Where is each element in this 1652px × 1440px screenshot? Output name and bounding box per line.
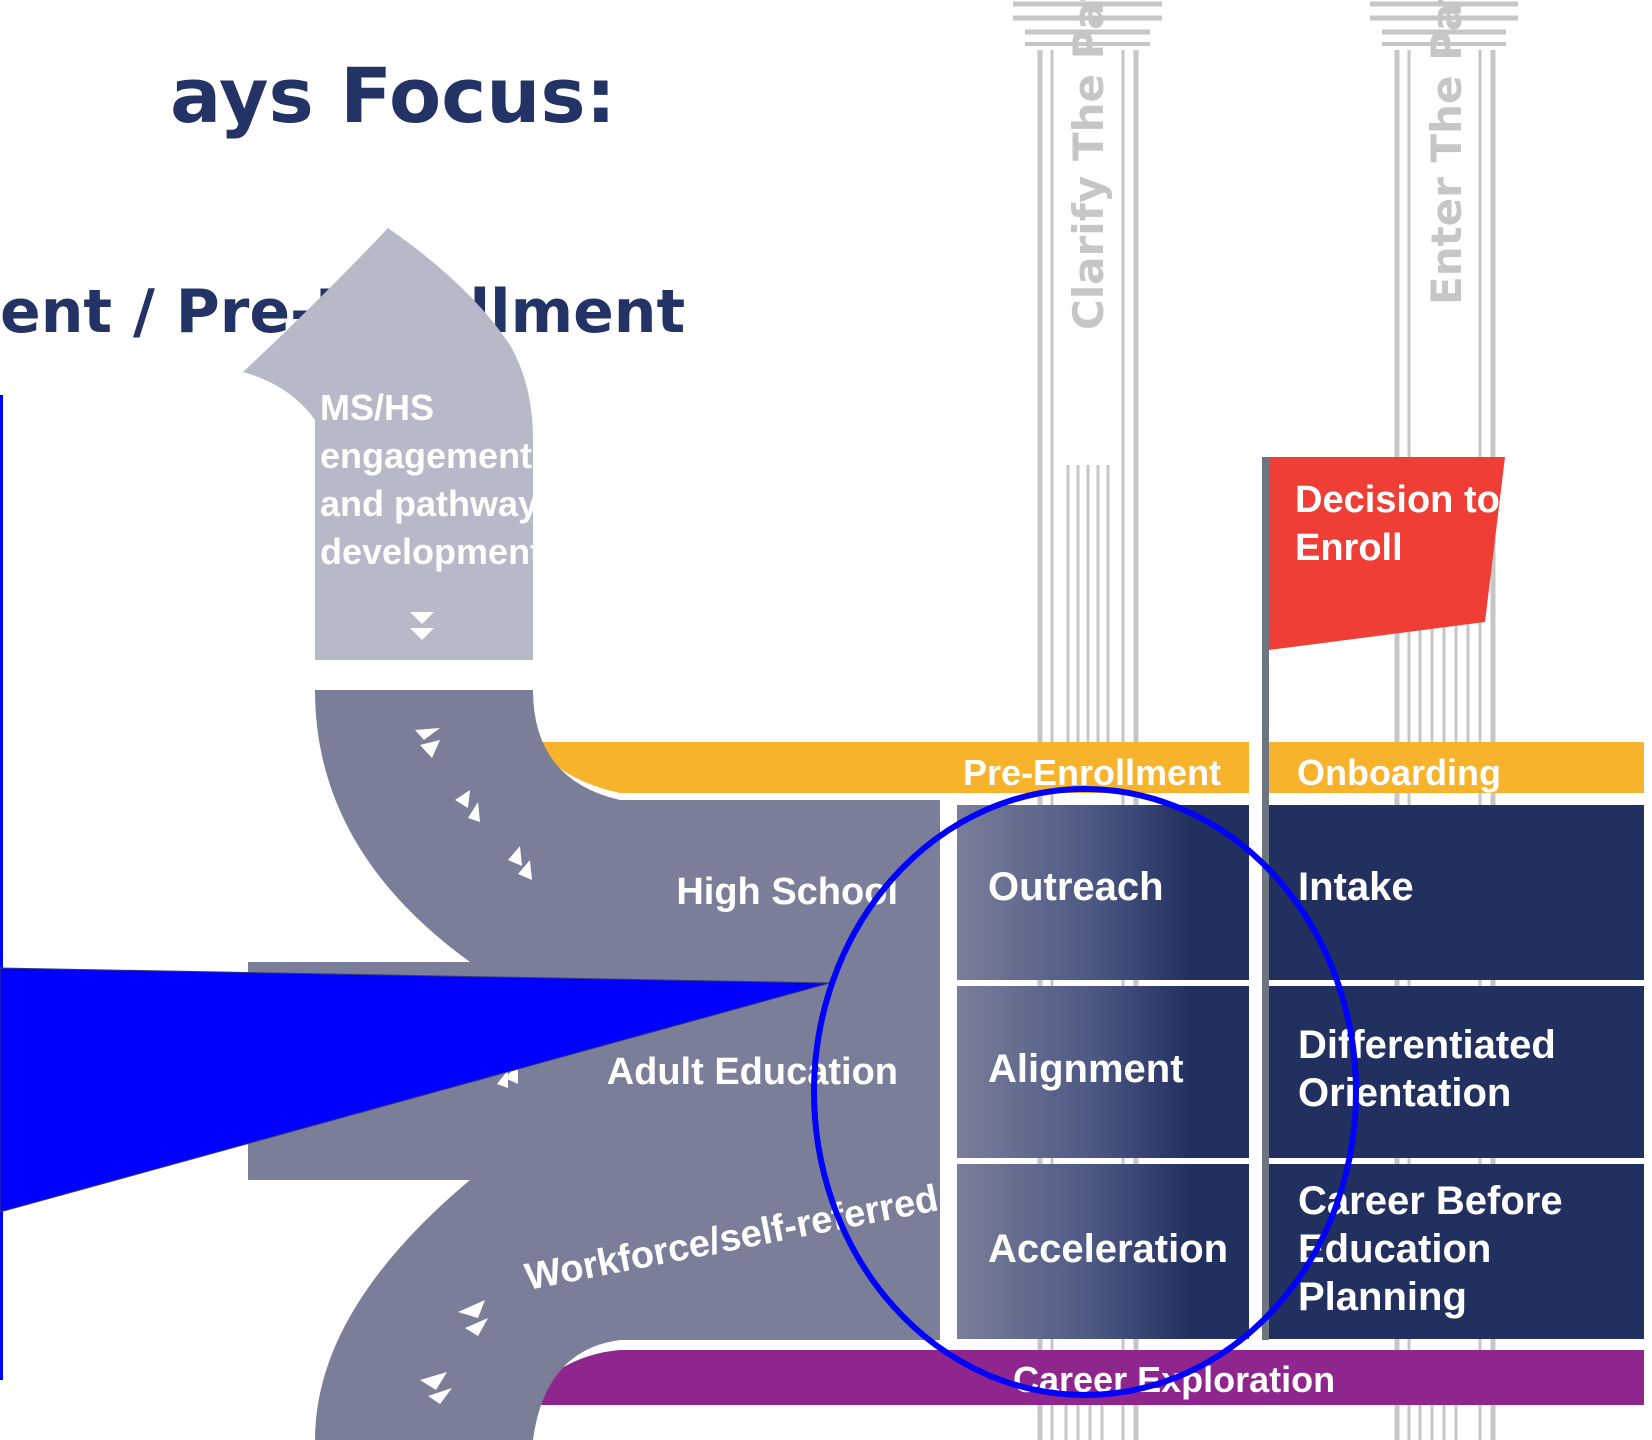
gold-band-left: [533, 742, 1249, 793]
cell-intake: [1267, 805, 1644, 980]
flag-label: Decision to Enroll: [1295, 479, 1510, 569]
cell-alignment-label: Alignment: [988, 1047, 1184, 1091]
left-accent-line: [0, 395, 3, 1380]
chevron-icon: [508, 846, 532, 880]
upper-arrow-label: MS/HS engagement and pathway development: [320, 387, 548, 572]
chevron-icon: [458, 1300, 488, 1336]
decision-flag: Decision to Enroll: [1262, 457, 1510, 1340]
cell-acceleration-label: Acceleration: [988, 1227, 1228, 1271]
cell-outreach-label: Outreach: [988, 865, 1164, 909]
upper-arrow: MS/HS engagement and pathway development: [243, 228, 548, 660]
cell-orientation-label: Differentiated Orientation: [1298, 1023, 1567, 1115]
pillar-clarify: Clarify The Path: [1013, 0, 1162, 1440]
flag-pole: [1262, 457, 1269, 1340]
streams: [248, 690, 940, 1440]
header-onboarding: Onboarding: [1297, 752, 1501, 793]
annotation-pointer: [0, 967, 831, 1213]
stream-label-adult-education: Adult Education: [607, 1051, 898, 1093]
cell-intake-label: Intake: [1298, 865, 1414, 909]
cell-orientation: [1267, 986, 1644, 1158]
chevron-icon: [415, 728, 440, 758]
double-chevron-down-icon: [410, 612, 434, 640]
cell-outreach: [957, 805, 1249, 980]
gold-band-right: [1262, 742, 1644, 793]
chevron-icon: [455, 790, 480, 822]
flag-banner: [1269, 457, 1505, 650]
onboarding-cells: Intake Differentiated Orientation Career…: [1267, 805, 1644, 1339]
purple-band: [520, 1350, 1644, 1405]
chevron-icon: [420, 1372, 452, 1404]
annotation-circle: [811, 786, 1359, 1398]
pre-enrollment-cells: Outreach Alignment Acceleration: [957, 805, 1249, 1339]
pillar-enter-label: Enter The Path: [1422, 0, 1471, 305]
pillar-clarify-label: Clarify The Path: [1064, 0, 1113, 330]
cell-career-planning: [1267, 1164, 1644, 1339]
cell-alignment: [957, 986, 1249, 1158]
slide-title: ays Focus:: [170, 51, 616, 140]
cell-acceleration: [957, 1164, 1249, 1339]
stream-label-high-school: High School: [676, 871, 898, 913]
